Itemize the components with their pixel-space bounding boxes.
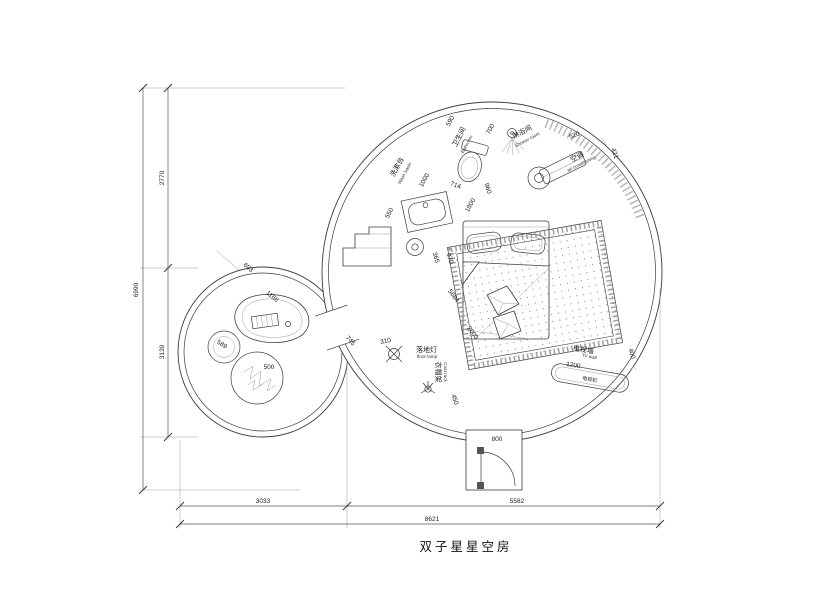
bean-table bbox=[234, 294, 310, 343]
door-swing-arc bbox=[480, 451, 516, 487]
dim-1200: 1200 bbox=[566, 361, 582, 370]
floor-lamp-label-cn: 落地灯 bbox=[416, 345, 437, 354]
coat-rack-label-cn: 衣帽架 bbox=[434, 362, 443, 383]
dim-700: 700 bbox=[485, 123, 496, 136]
entry-steps bbox=[342, 226, 392, 267]
dim-bottom-total: 8621 bbox=[425, 516, 440, 523]
dimension-lines bbox=[138, 83, 665, 529]
dim-800: 800 bbox=[492, 436, 503, 443]
coat-rack-icon bbox=[420, 381, 436, 394]
shower-tile-band bbox=[544, 119, 645, 220]
floor-lamp bbox=[385, 345, 403, 363]
dim-970: 970 bbox=[445, 252, 455, 265]
air-conditioner bbox=[539, 151, 587, 185]
dim-bottom-small: 3033 bbox=[256, 498, 271, 505]
toilet bbox=[457, 139, 489, 182]
dim-left-bottom: 3139 bbox=[159, 344, 166, 359]
floor-cushion-2 bbox=[492, 310, 522, 340]
dim-421: 421 bbox=[609, 147, 619, 160]
tv-wall-label-en: TV wall bbox=[581, 353, 597, 361]
small-room-outer-wall bbox=[177, 266, 349, 438]
rug bbox=[446, 219, 624, 371]
dim-714: 714 bbox=[449, 180, 462, 190]
dim-960: 960 bbox=[482, 182, 492, 195]
door-latch-block bbox=[477, 447, 484, 454]
floor-cushion-1 bbox=[486, 285, 520, 316]
dim-589: 589 bbox=[215, 339, 228, 351]
passage-opening bbox=[314, 304, 359, 351]
wash-basin bbox=[400, 191, 454, 233]
dim-left-top: 2770 bbox=[159, 170, 166, 185]
door-hinge-block bbox=[477, 482, 484, 489]
room-labels: 卫生间 Bathroom 淋浴间 Shower room 洗漱台 Wash ba… bbox=[388, 123, 597, 383]
dimension-texts: 6990 2770 3139 3033 5582 8621 590 700 52… bbox=[133, 115, 637, 523]
dim-500: 500 bbox=[264, 364, 275, 371]
shower-head-icon bbox=[501, 128, 525, 156]
dim-520: 520 bbox=[568, 130, 581, 140]
bath-stool bbox=[527, 166, 551, 190]
vestibule-wall bbox=[465, 429, 523, 491]
dim-365: 365 bbox=[431, 251, 441, 264]
dim-590: 590 bbox=[445, 115, 456, 128]
dim-400: 400 bbox=[626, 347, 636, 360]
floor-lamp-label-en: floor lamp bbox=[417, 354, 438, 359]
dim-overall-height: 6990 bbox=[133, 282, 140, 297]
drawing-title: 双子星星空房 bbox=[419, 539, 512, 554]
dim-550: 550 bbox=[384, 207, 395, 220]
dim-450: 450 bbox=[449, 393, 459, 406]
bedside-stool bbox=[406, 238, 424, 256]
bean-bag bbox=[230, 351, 284, 405]
dim-bottom-large: 5582 bbox=[510, 498, 525, 505]
bathroom-zone bbox=[400, 119, 645, 233]
rug-border-hatch bbox=[447, 220, 623, 370]
faucet-icon bbox=[422, 202, 429, 208]
dim-310: 310 bbox=[380, 337, 392, 346]
small-room bbox=[177, 266, 349, 438]
round-chair bbox=[207, 330, 241, 364]
coat-rack-label-en: Coat rack bbox=[443, 362, 448, 382]
tv-label: 电视机 bbox=[582, 375, 598, 385]
table-tray bbox=[250, 312, 280, 330]
tv-cabinet: 电视机 bbox=[551, 363, 629, 393]
entry-vestibule bbox=[465, 429, 523, 491]
